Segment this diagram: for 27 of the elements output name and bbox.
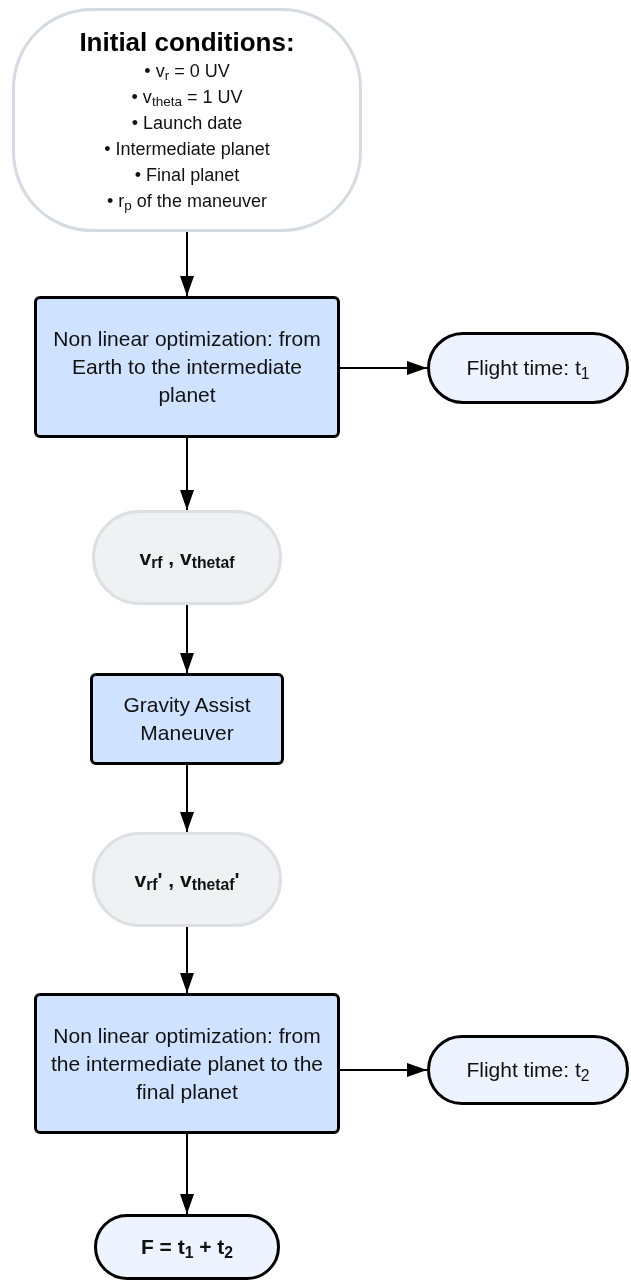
process-box — [34, 993, 340, 1134]
arrow — [180, 437, 194, 511]
bullet-item: • v$_{r}$ = 0 UV — [144, 60, 230, 84]
process-box — [90, 673, 284, 765]
arrow — [180, 926, 194, 994]
arrow — [339, 1063, 428, 1077]
bullet-item: • Intermediate planet — [104, 138, 270, 161]
arrow — [180, 604, 194, 674]
bullet-item: • r$_{p}$ of the maneuver — [107, 190, 267, 214]
heading: Initial conditions: — [79, 26, 295, 58]
node-label: v$_{rf}$' , v$_{thetaf}$' — [134, 866, 240, 894]
node-label: Flight time: t$_{1}$ — [466, 355, 590, 382]
node-label: Gravity Assist Maneuver — [122, 692, 252, 746]
node-label: F = t$_{1}$ + t$_{2}$ — [140, 1234, 234, 1261]
process-box — [34, 296, 340, 438]
arrow — [180, 1133, 194, 1215]
arrow — [180, 764, 194, 833]
node-label: Non linear optimization: from Earth to the intermediate planet — [52, 326, 322, 408]
arrow — [339, 361, 428, 375]
node-label: Non linear optimization: from the intermediate planet to the final planet — [50, 1022, 324, 1105]
start-terminal — [12, 8, 362, 232]
arrow — [180, 231, 194, 297]
bullet-item: • Final planet — [134, 164, 240, 187]
node-label: Flight time: t$_{2}$ — [466, 1057, 590, 1084]
bullet-item: • v$_{theta}$ = 1 UV — [131, 86, 243, 110]
bullet-item: • Launch date — [131, 112, 243, 135]
node-label: v$_{rf}$ , v$_{thetaf}$ — [139, 544, 235, 572]
